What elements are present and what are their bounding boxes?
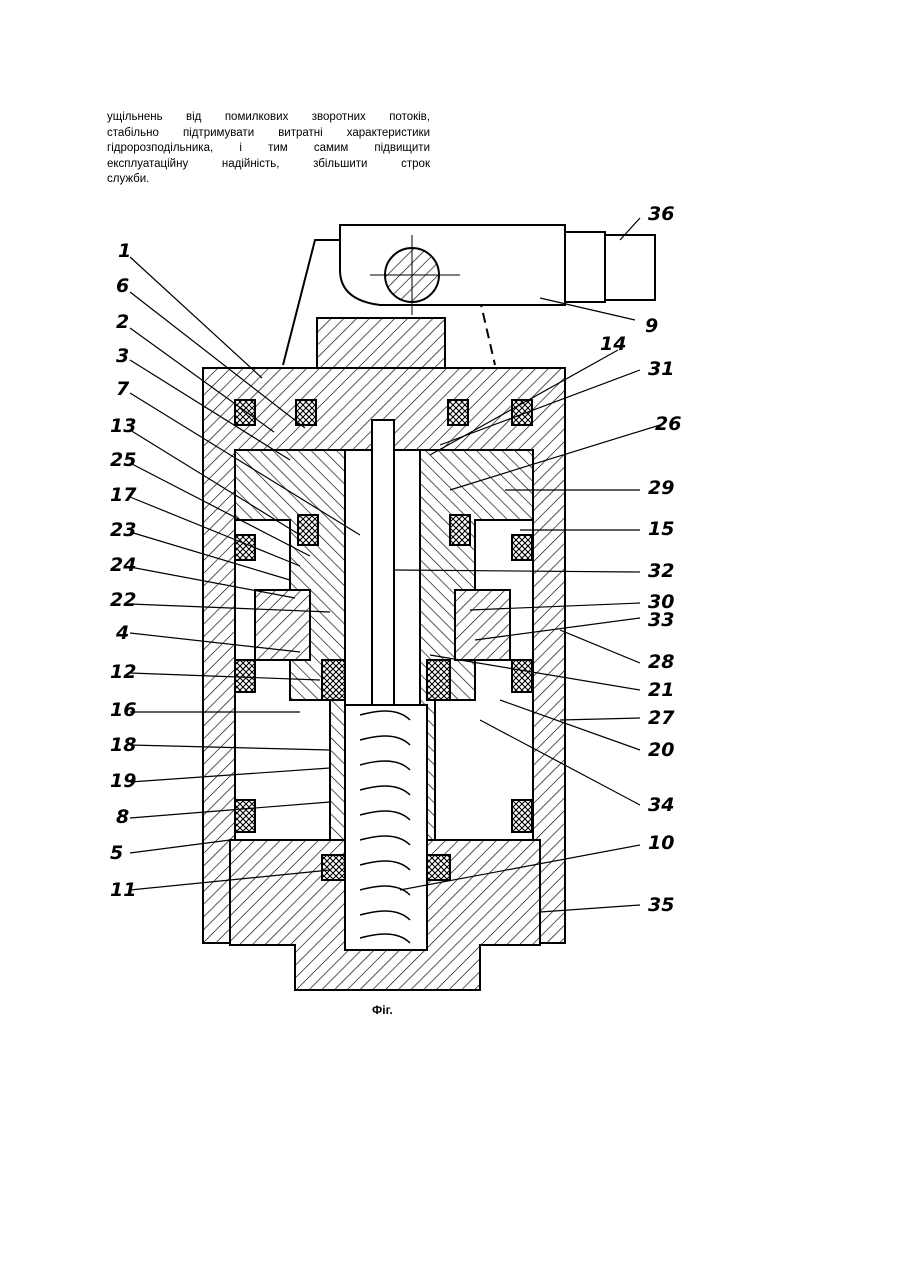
drawing-body xyxy=(130,218,660,990)
part-label: 8 xyxy=(116,806,129,828)
part-label: 35 xyxy=(648,894,674,916)
part-label: 4 xyxy=(115,622,129,644)
part-label: 15 xyxy=(648,518,674,540)
part-label: 28 xyxy=(648,651,674,673)
part-label: 27 xyxy=(648,707,675,729)
part-label: 25 xyxy=(110,449,136,471)
part-label: 7 xyxy=(116,378,130,400)
part-label: 17 xyxy=(110,484,137,506)
part-label: 13 xyxy=(110,415,136,437)
paragraph-line: стабільно підтримувати витратні характер… xyxy=(107,126,430,142)
paragraph-line: гідророзподільника, і тим самим підвищит… xyxy=(107,141,430,157)
part-label: 31 xyxy=(648,358,674,380)
part-label: 11 xyxy=(110,879,136,901)
part-label: 36 xyxy=(648,203,674,225)
part-label: 20 xyxy=(648,739,674,761)
part-label: 26 xyxy=(655,413,681,435)
part-label: 3 xyxy=(116,345,129,367)
part-labels-left: 1 6 2 3 7 13 25 17 23 24 22 4 12 16 18 1… xyxy=(110,240,137,901)
paragraph-line: служби. xyxy=(107,172,430,188)
part-label: 22 xyxy=(110,589,136,611)
part-label: 18 xyxy=(110,734,136,756)
part-label: 32 xyxy=(648,560,674,582)
part-label: 1 xyxy=(118,240,131,262)
part-label: 19 xyxy=(110,770,136,792)
part-label: 14 xyxy=(600,333,626,355)
part-label: 33 xyxy=(648,609,674,631)
paragraph-line: експлуатаційну надійність, збільшити стр… xyxy=(107,157,430,173)
body-paragraph: ущільнень від помилкових зворотних поток… xyxy=(107,110,430,188)
part-label: 5 xyxy=(110,842,123,864)
part-label: 23 xyxy=(110,519,136,541)
part-label: 9 xyxy=(645,315,658,337)
part-label: 16 xyxy=(110,699,136,721)
part-label: 10 xyxy=(648,832,674,854)
part-label: 34 xyxy=(648,794,674,816)
part-label: 6 xyxy=(116,275,129,297)
part-label: 29 xyxy=(648,477,674,499)
figure-caption: Фіг. xyxy=(372,1003,393,1017)
paragraph-line: ущільнень від помилкових зворотних поток… xyxy=(107,110,430,126)
part-labels-right: 36 9 14 31 26 29 15 32 30 33 28 21 27 20… xyxy=(600,203,681,916)
hydraulic-valve-drawing: 1 6 2 3 7 13 25 17 23 24 22 4 12 16 18 1… xyxy=(100,195,700,995)
part-label: 2 xyxy=(116,311,129,333)
part-label: 12 xyxy=(110,661,136,683)
part-label: 21 xyxy=(648,679,674,701)
part-label: 24 xyxy=(110,554,136,576)
